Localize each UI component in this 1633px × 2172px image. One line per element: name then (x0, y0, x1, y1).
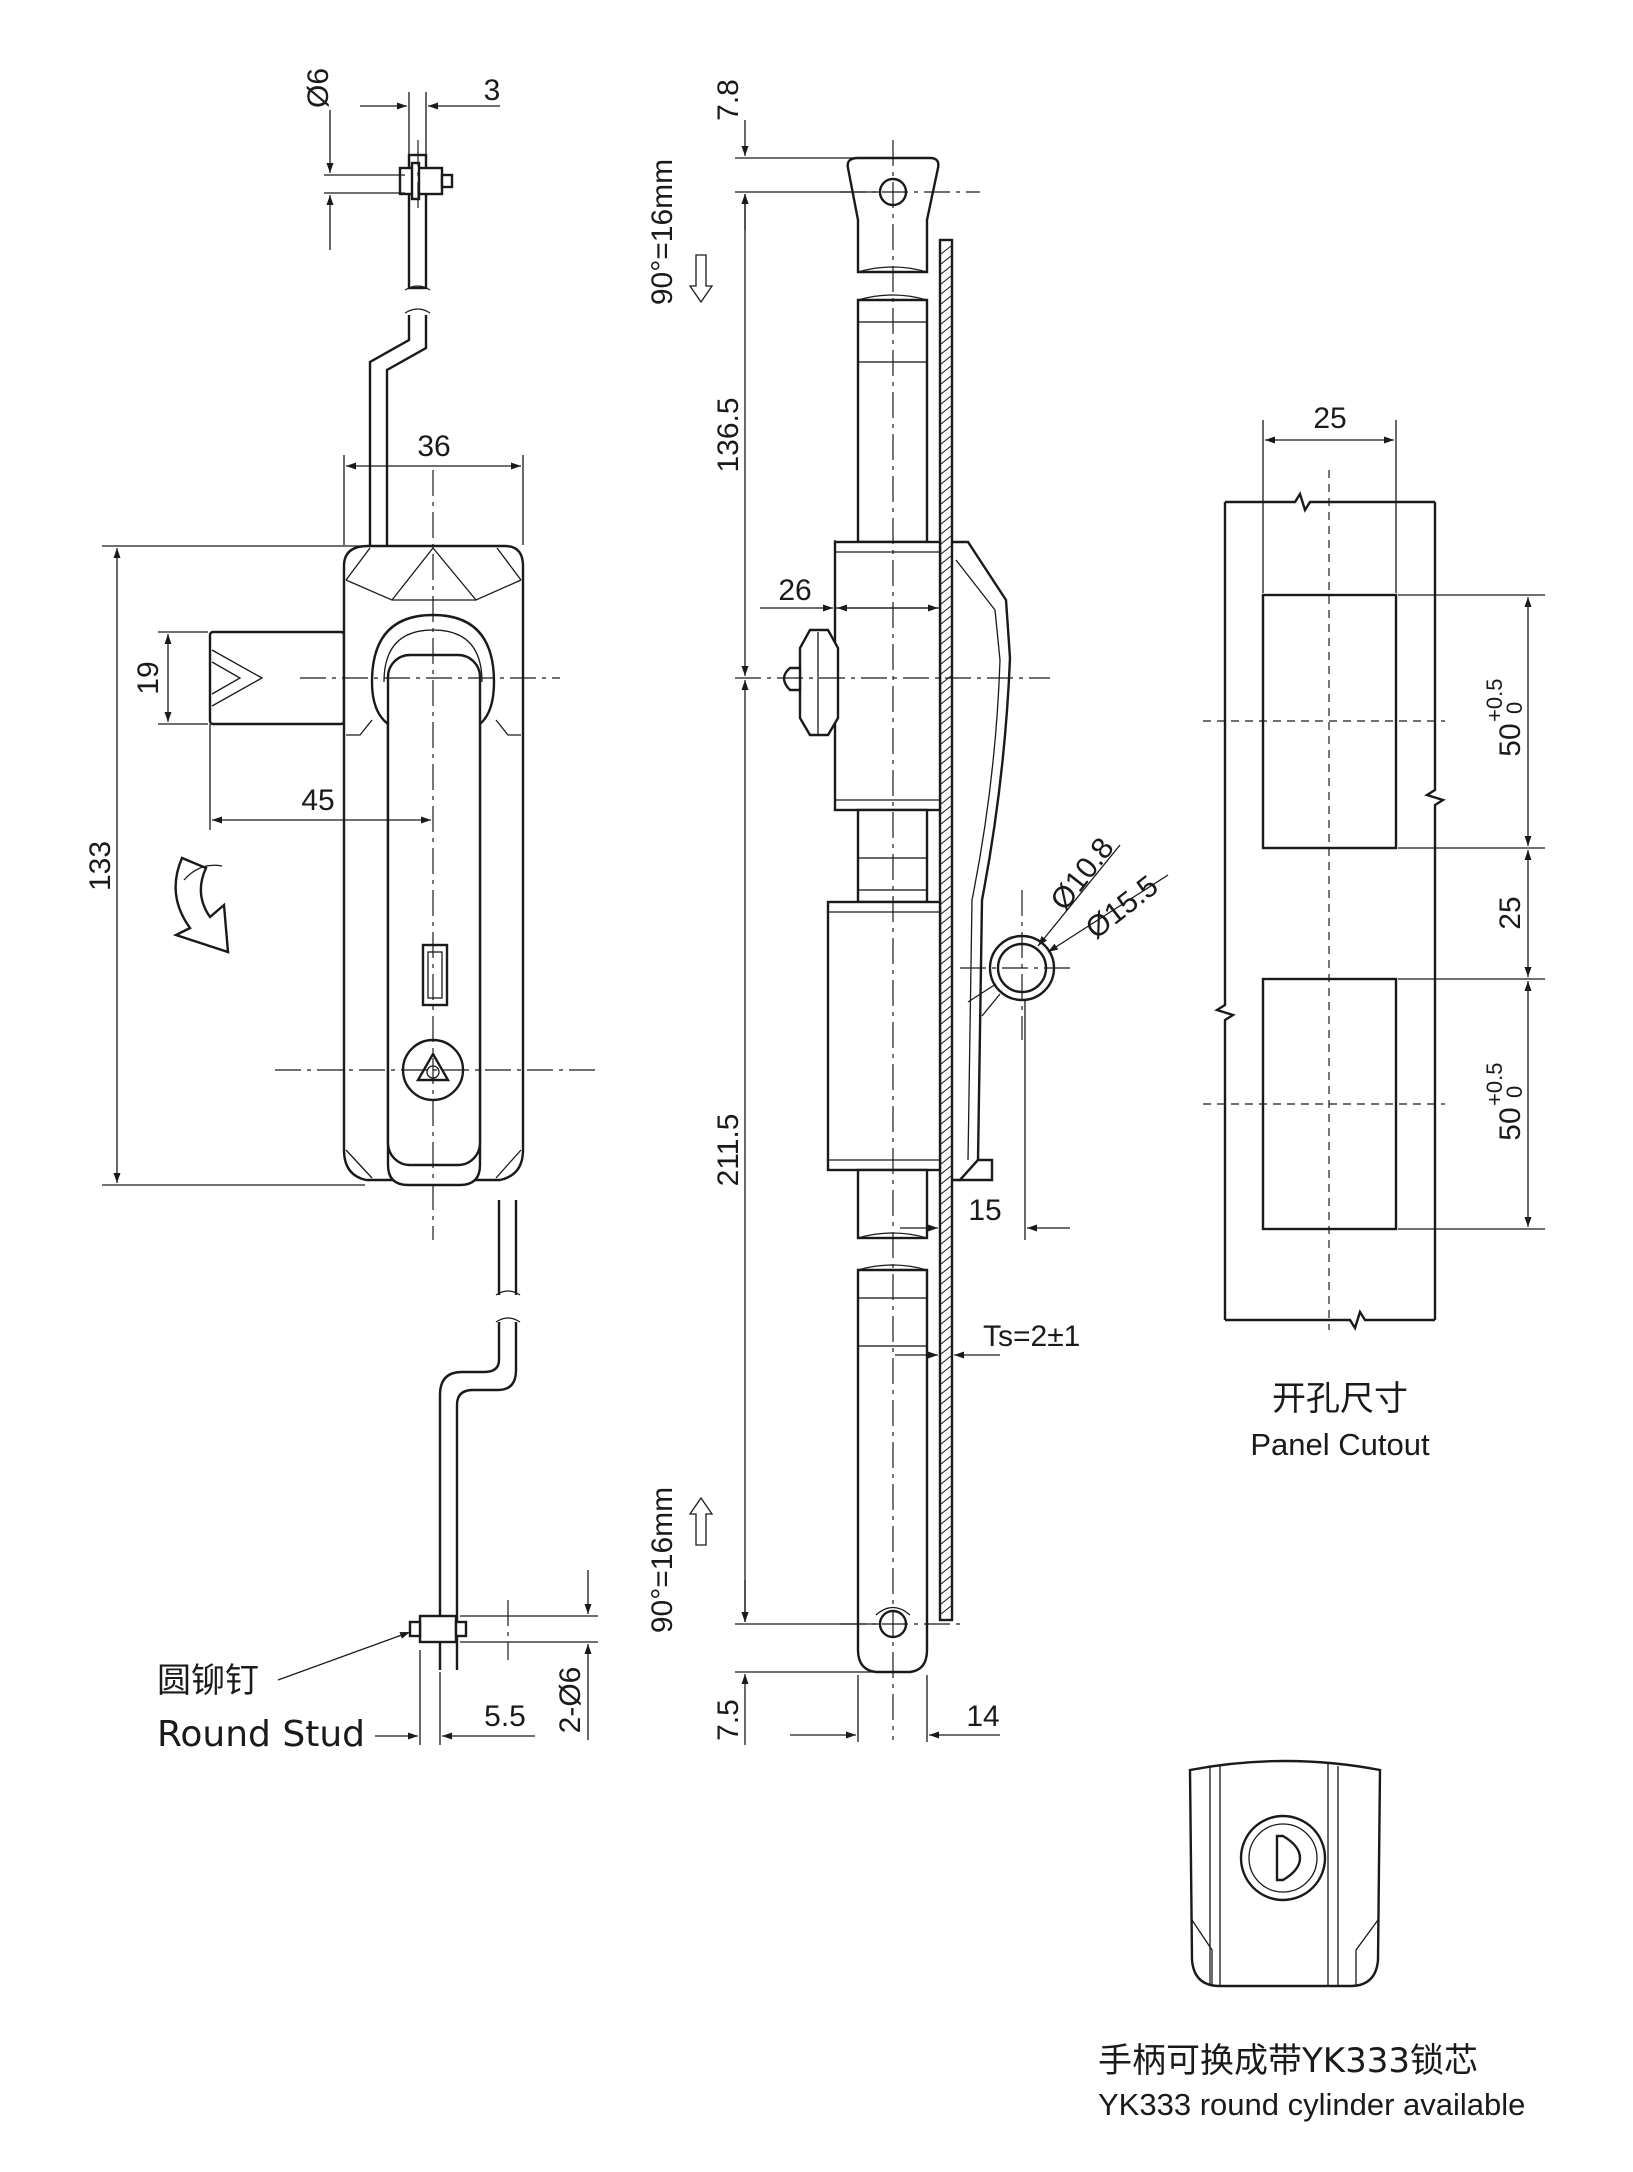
side-view: 7.8 136.5 211.5 7.5 90°=16mm 90°=16mm 26… (646, 79, 1169, 1745)
tolerance-lower-2: 0 (1502, 1086, 1527, 1098)
dim-lower-stroke: 90°=16mm (646, 1487, 679, 1633)
dim-bottom-offset: 5.5 (484, 1700, 526, 1733)
up-arrow-icon (688, 1496, 714, 1546)
front-view: Ø6 3 36 133 19 45 2-Ø6 (84, 68, 598, 1755)
dim-cutout-height-2: 50 (1494, 1107, 1527, 1140)
dim-handle-depth: 26 (778, 574, 811, 607)
panel-cutout-title-en: Panel Cutout (1250, 1427, 1430, 1462)
dim-cutout-height-2-group: 50 +0.5 0 (1482, 1063, 1527, 1141)
dim-upper-length: 136.5 (712, 397, 745, 472)
dim-top-offset: 7.8 (712, 79, 745, 121)
dim-body-width: 36 (417, 430, 450, 463)
rotation-direction-icon (172, 856, 230, 954)
dim-upper-stroke: 90°=16mm (646, 159, 679, 305)
bottom-rod (408, 1200, 521, 1670)
tolerance-upper-1: +0.5 (1482, 679, 1507, 722)
top-rod (368, 153, 454, 550)
upper-housing (833, 540, 942, 812)
side-latch (782, 628, 840, 737)
dim-rod-width: 14 (966, 1700, 999, 1733)
cylinder-caption-zh: 手柄可换成带YK333锁芯 (1098, 2041, 1478, 2081)
cylinder-option: 手柄可换成带YK333锁芯 YK333 round cylinder avail… (1098, 1759, 1525, 2122)
dim-bottom-holes: 2-Ø6 (554, 1667, 587, 1734)
dim-cutout-gap: 25 (1494, 896, 1527, 929)
panel-cutout-title-zh: 开孔尺寸 (1272, 1379, 1408, 1419)
cylinder-caption-en: YK333 round cylinder available (1098, 2087, 1525, 2122)
tolerance-lower-1: 0 (1502, 702, 1527, 714)
panel-cutout: 25 50 +0.5 0 25 50 +0.5 0 开孔尺寸 Panel Cut… (1203, 402, 1545, 1462)
dim-lower-length: 211.5 (712, 1114, 745, 1187)
dim-latch-reach: 45 (301, 784, 334, 817)
dim-handle-projection: 15 (968, 1194, 1001, 1227)
round-stud-label-zh: 圆铆钉 (157, 1661, 259, 1701)
dim-latch-height: 19 (132, 661, 165, 694)
dim-panel-thickness: Ts=2±1 (983, 1320, 1080, 1353)
dim-cutout-width: 25 (1313, 402, 1346, 435)
dim-cutout-height-1-group: 50 +0.5 0 (1482, 679, 1527, 757)
dim-cutout-height-1: 50 (1494, 723, 1527, 756)
dim-rod-diameter: Ø6 (302, 68, 335, 108)
dim-rod-offset: 3 (484, 74, 501, 107)
round-stud-label-en: Round Stud (157, 1714, 365, 1755)
dim-overall-height: 133 (84, 841, 117, 891)
tolerance-upper-2: +0.5 (1482, 1063, 1507, 1106)
side-handle (952, 540, 1012, 1182)
lower-rod (826, 808, 942, 1674)
down-arrow-icon (688, 254, 714, 304)
dim-side-bottom-offset: 7.5 (712, 1699, 745, 1741)
door-panel (938, 238, 954, 1622)
